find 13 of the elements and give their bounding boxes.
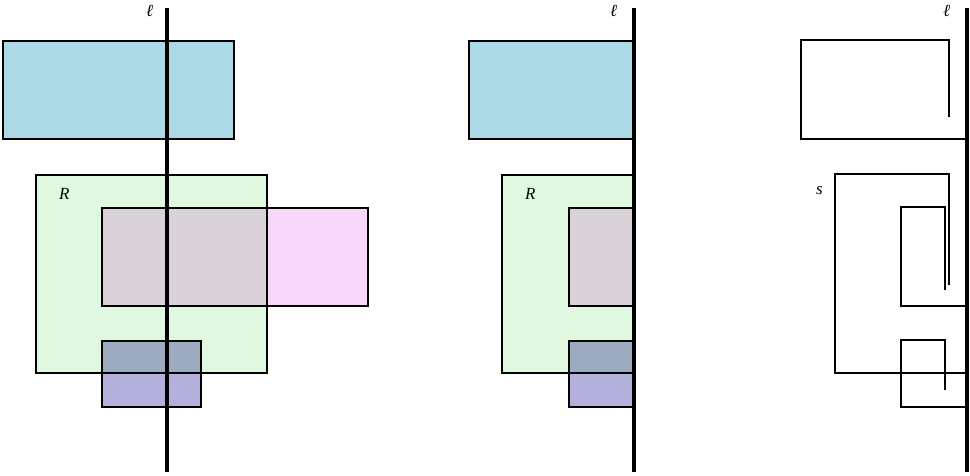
shaded-rectangle: [568, 207, 634, 307]
shaded-rectangle: [101, 207, 369, 307]
path-label: s: [816, 180, 823, 197]
shaded-rectangle: [2, 40, 235, 140]
shaded-rectangle: [101, 340, 202, 408]
shaded-rectangle: [568, 340, 634, 408]
line-label: ℓ: [943, 2, 950, 19]
line-label: ℓ: [146, 2, 154, 19]
region-rectangle: [501, 174, 634, 374]
shaded-rectangle: [468, 40, 634, 140]
region-label: R: [59, 185, 70, 202]
line-label: ℓ: [610, 2, 618, 19]
region-label: R: [525, 185, 536, 202]
